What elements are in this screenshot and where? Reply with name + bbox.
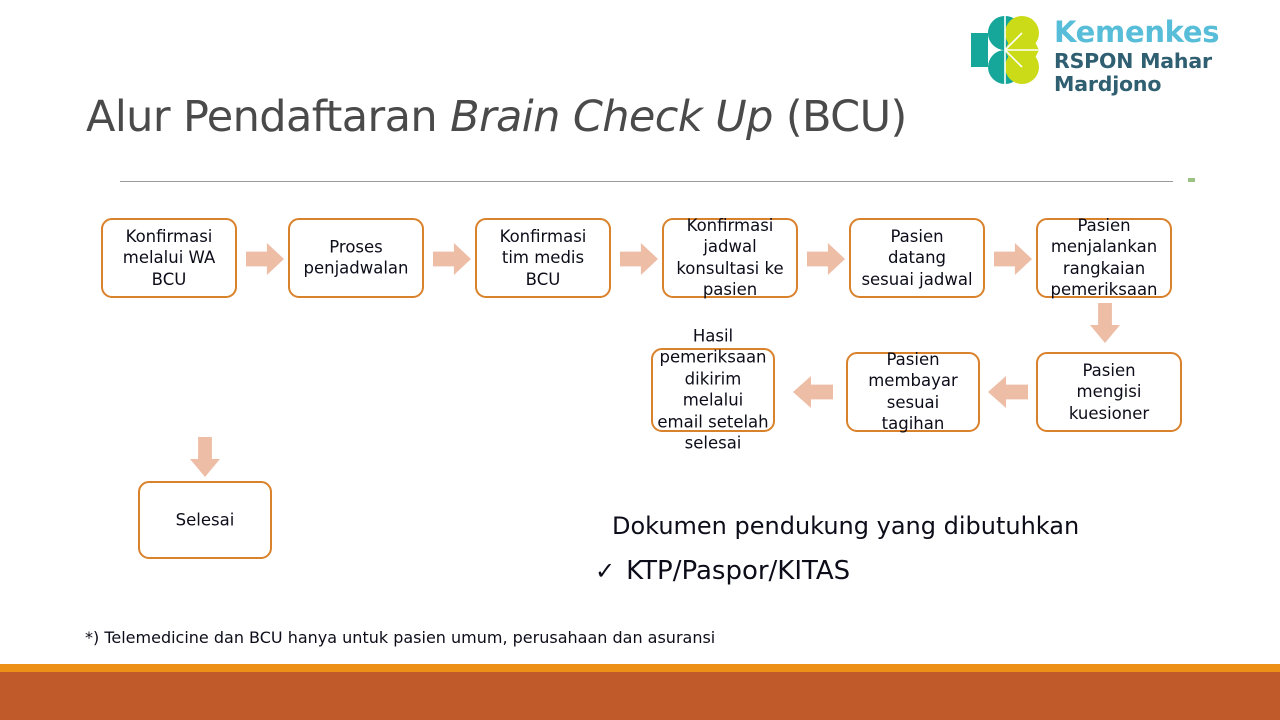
flow-box-pasien-kuesioner[interactable]: Pasien mengisi kuesioner <box>1036 352 1182 432</box>
page-title: Alur Pendaftaran Brain Check Up (BCU) <box>86 92 1186 142</box>
flow-box-label: Pasien mengisi kuesioner <box>1068 360 1150 423</box>
arrow-9-selesai-icon <box>190 437 220 477</box>
flow-box-label: Pasien membayar sesuai tagihan <box>868 350 958 434</box>
flow-box-label: Konfirmasi melalui WA BCU <box>122 226 216 289</box>
title-part-2: (BCU) <box>772 92 907 142</box>
documents-heading: Dokumen pendukung yang dibutuhkan <box>612 512 1080 540</box>
arrow-4-5-icon <box>807 243 845 275</box>
flow-box-pasien-datang[interactable]: Pasien datang sesuai jadwal <box>849 218 985 298</box>
check-icon: ✓ <box>595 557 616 585</box>
flow-box-proses-penjadwalan[interactable]: Proses penjadwalan <box>288 218 424 298</box>
documents-list-item: ✓ KTP/Paspor/KITAS <box>595 556 850 586</box>
arrow-2-3-icon <box>433 243 471 275</box>
bottom-footer-band <box>0 672 1280 720</box>
flow-box-label: Proses penjadwalan <box>303 237 409 278</box>
logo-wordmark: Kemenkes RSPON Mahar Mardjono <box>1054 15 1272 97</box>
title-divider <box>120 181 1173 182</box>
flow-box-konfirmasi-tim-medis[interactable]: Konfirmasi tim medis BCU <box>475 218 611 298</box>
documents-item-label: KTP/Paspor/KITAS <box>626 556 851 586</box>
arrow-8-9-icon <box>793 376 833 408</box>
arrow-3-4-icon <box>620 243 658 275</box>
flow-box-pasien-pemeriksaan[interactable]: Pasien menjalankan rangkaian pemeriksaan <box>1036 216 1172 300</box>
arrow-6-7-icon <box>1090 303 1120 343</box>
footnote-text: *) Telemedicine dan BCU hanya untuk pasi… <box>85 628 716 647</box>
flow-box-label: Hasil pemeriksaan dikirim melalui email … <box>657 326 769 453</box>
flow-box-hasil-dikirim[interactable]: Hasil pemeriksaan dikirim melalui email … <box>651 327 775 453</box>
divider-end-marker <box>1188 178 1195 182</box>
flow-box-label: Selesai <box>175 510 235 530</box>
flow-box-selesai[interactable]: Selesai <box>138 481 272 559</box>
flow-box-konfirmasi-jadwal[interactable]: Konfirmasi jadwal konsultasi ke pasien <box>662 216 798 300</box>
bottom-accent-band <box>0 664 1280 672</box>
title-part-1: Alur Pendaftaran <box>86 92 451 142</box>
arrow-7-8-icon <box>988 376 1028 408</box>
arrow-1-2-icon <box>246 243 284 275</box>
arrow-5-6-icon <box>994 243 1032 275</box>
flow-box-label: Pasien menjalankan rangkaian pemeriksaan <box>1050 216 1158 300</box>
logo-line-rspon: RSPON Mahar Mardjono <box>1054 48 1212 97</box>
flow-box-label: Konfirmasi jadwal konsultasi ke pasien <box>676 216 784 300</box>
logo-line-kemenkes: Kemenkes <box>1054 15 1220 49</box>
kemenkes-flower-logo-icon <box>971 16 1039 84</box>
flow-box-label: Konfirmasi tim medis BCU <box>499 226 587 289</box>
kemenkes-logo: Kemenkes RSPON Mahar Mardjono <box>962 8 1272 96</box>
flow-box-pasien-membayar[interactable]: Pasien membayar sesuai tagihan <box>846 350 980 434</box>
flow-box-label: Pasien datang sesuai jadwal <box>861 226 973 289</box>
flow-box-konfirmasi-wa[interactable]: Konfirmasi melalui WA BCU <box>101 218 237 298</box>
title-italic-part: Brain Check Up <box>450 92 773 142</box>
